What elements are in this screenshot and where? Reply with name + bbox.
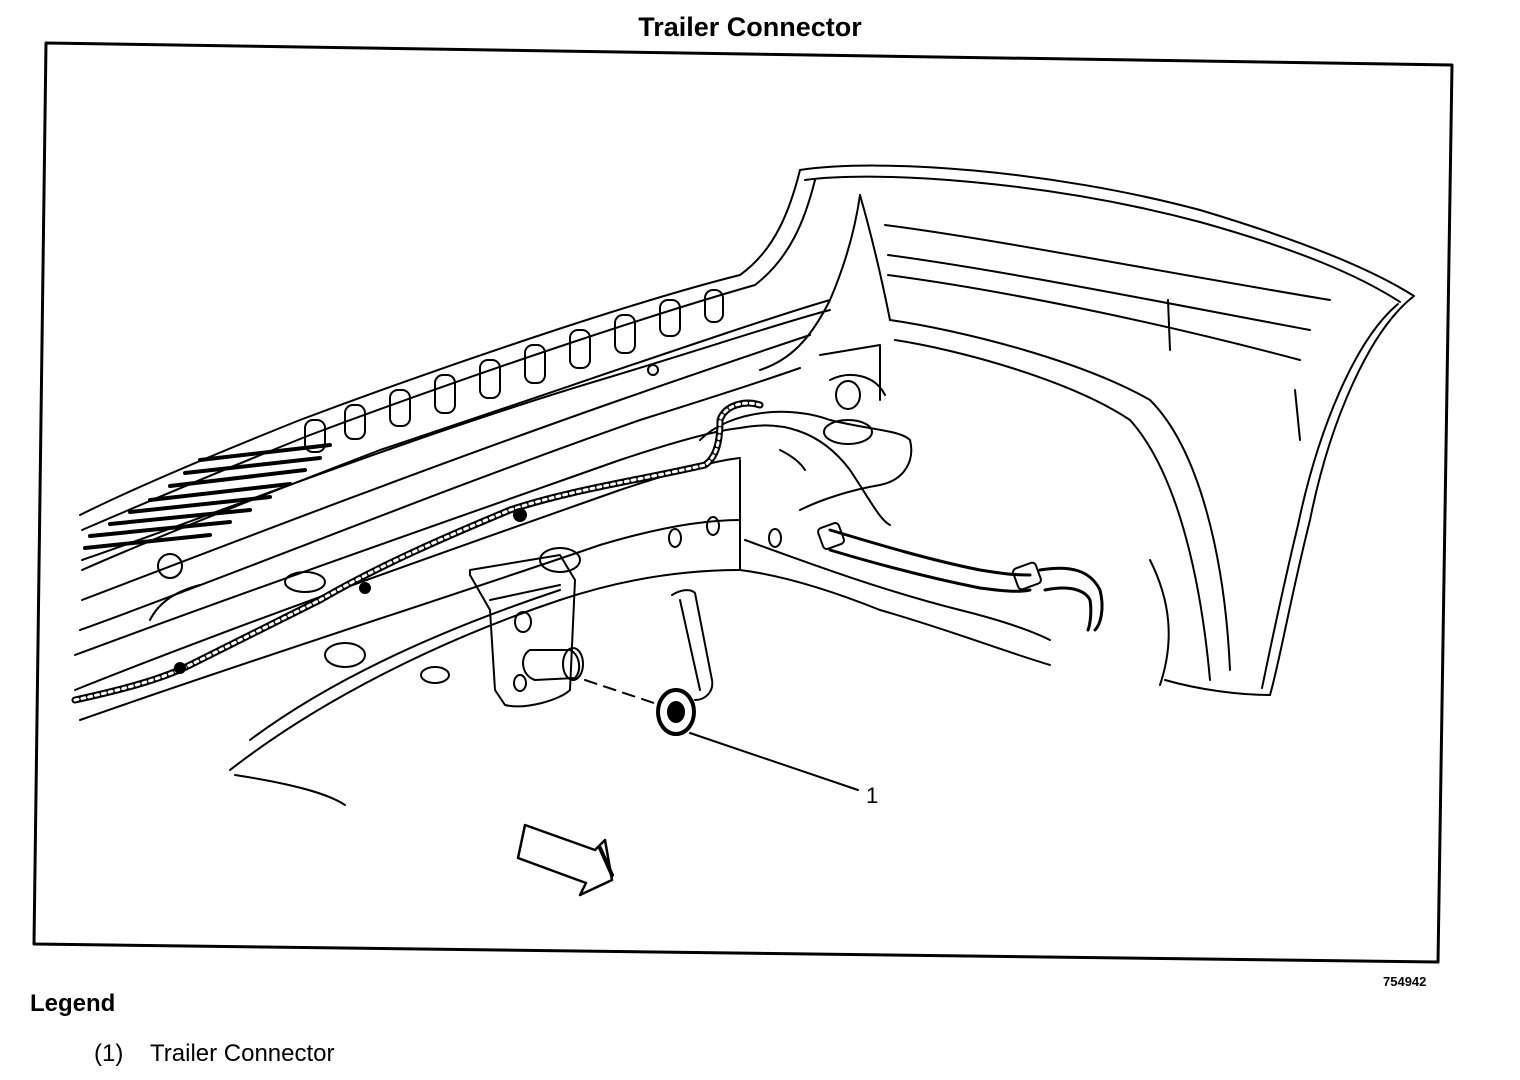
- legend-item-number: (1): [94, 1040, 124, 1067]
- wiring-harness: [71, 399, 1104, 704]
- floor-grooves: [83, 443, 332, 550]
- legend-item-text: Trailer Connector: [150, 1040, 335, 1067]
- connector-bracket: [469, 554, 584, 708]
- rear-bumper: [799, 164, 1415, 696]
- panel-ribs: [304, 289, 724, 453]
- direction-arrow-icon: [516, 823, 614, 897]
- legend-item: (1) Trailer Connector: [94, 1040, 335, 1068]
- callout-leader-1: [689, 732, 859, 791]
- frame-rail: [74, 424, 1051, 806]
- legend-title: Legend: [30, 990, 116, 1017]
- figure-id: 754942: [1383, 974, 1427, 989]
- trailer-connector: [584, 589, 714, 736]
- hitch-bracket: [699, 344, 913, 511]
- page-title: Trailer Connector: [638, 12, 862, 42]
- diagram-border: [32, 41, 1454, 964]
